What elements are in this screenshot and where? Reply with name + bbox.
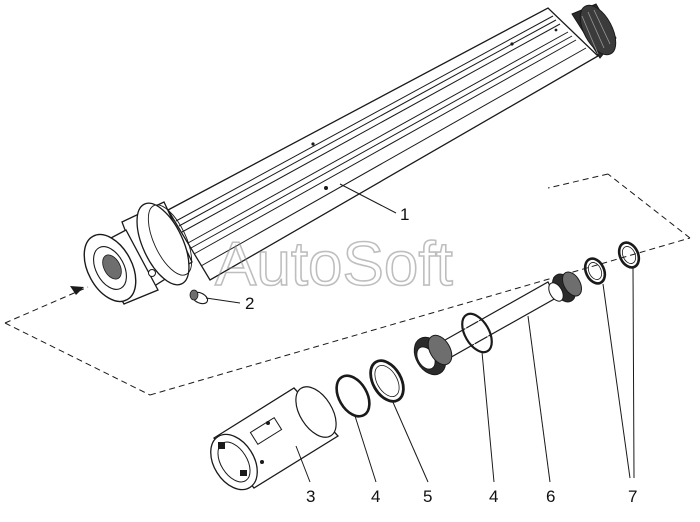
watermark: AutoSoft: [215, 230, 453, 299]
shaft-end-cap: [571, 3, 617, 59]
splined-shaft: [83, 3, 617, 305]
callout-4-right: 4: [489, 487, 498, 506]
piston-rod-part-6: [413, 271, 582, 376]
callout-4-left: 4: [371, 487, 380, 506]
callout-labels: 1 2 3 4 5 4 6 7: [245, 205, 637, 506]
assembly-arrow: [70, 286, 84, 295]
plug-part-2: [189, 289, 209, 305]
callout-3: 3: [306, 487, 315, 506]
ring-part-5: [369, 359, 405, 403]
snap-ring-middle-part-4: [461, 312, 493, 354]
snap-ring-left-part-4: [335, 374, 371, 418]
sleeve-part-3: [210, 386, 340, 491]
rod-end-head: [548, 271, 582, 303]
shaft-front-journal: [83, 229, 159, 305]
callout-5: 5: [423, 487, 432, 506]
callout-6: 6: [546, 487, 555, 506]
rings-part-7: [583, 241, 641, 285]
leader-lines: [205, 183, 635, 483]
callout-7: 7: [628, 487, 637, 506]
callout-1: 1: [400, 205, 409, 224]
callout-2: 2: [245, 294, 254, 313]
assembly-boundary: [4, 173, 691, 396]
